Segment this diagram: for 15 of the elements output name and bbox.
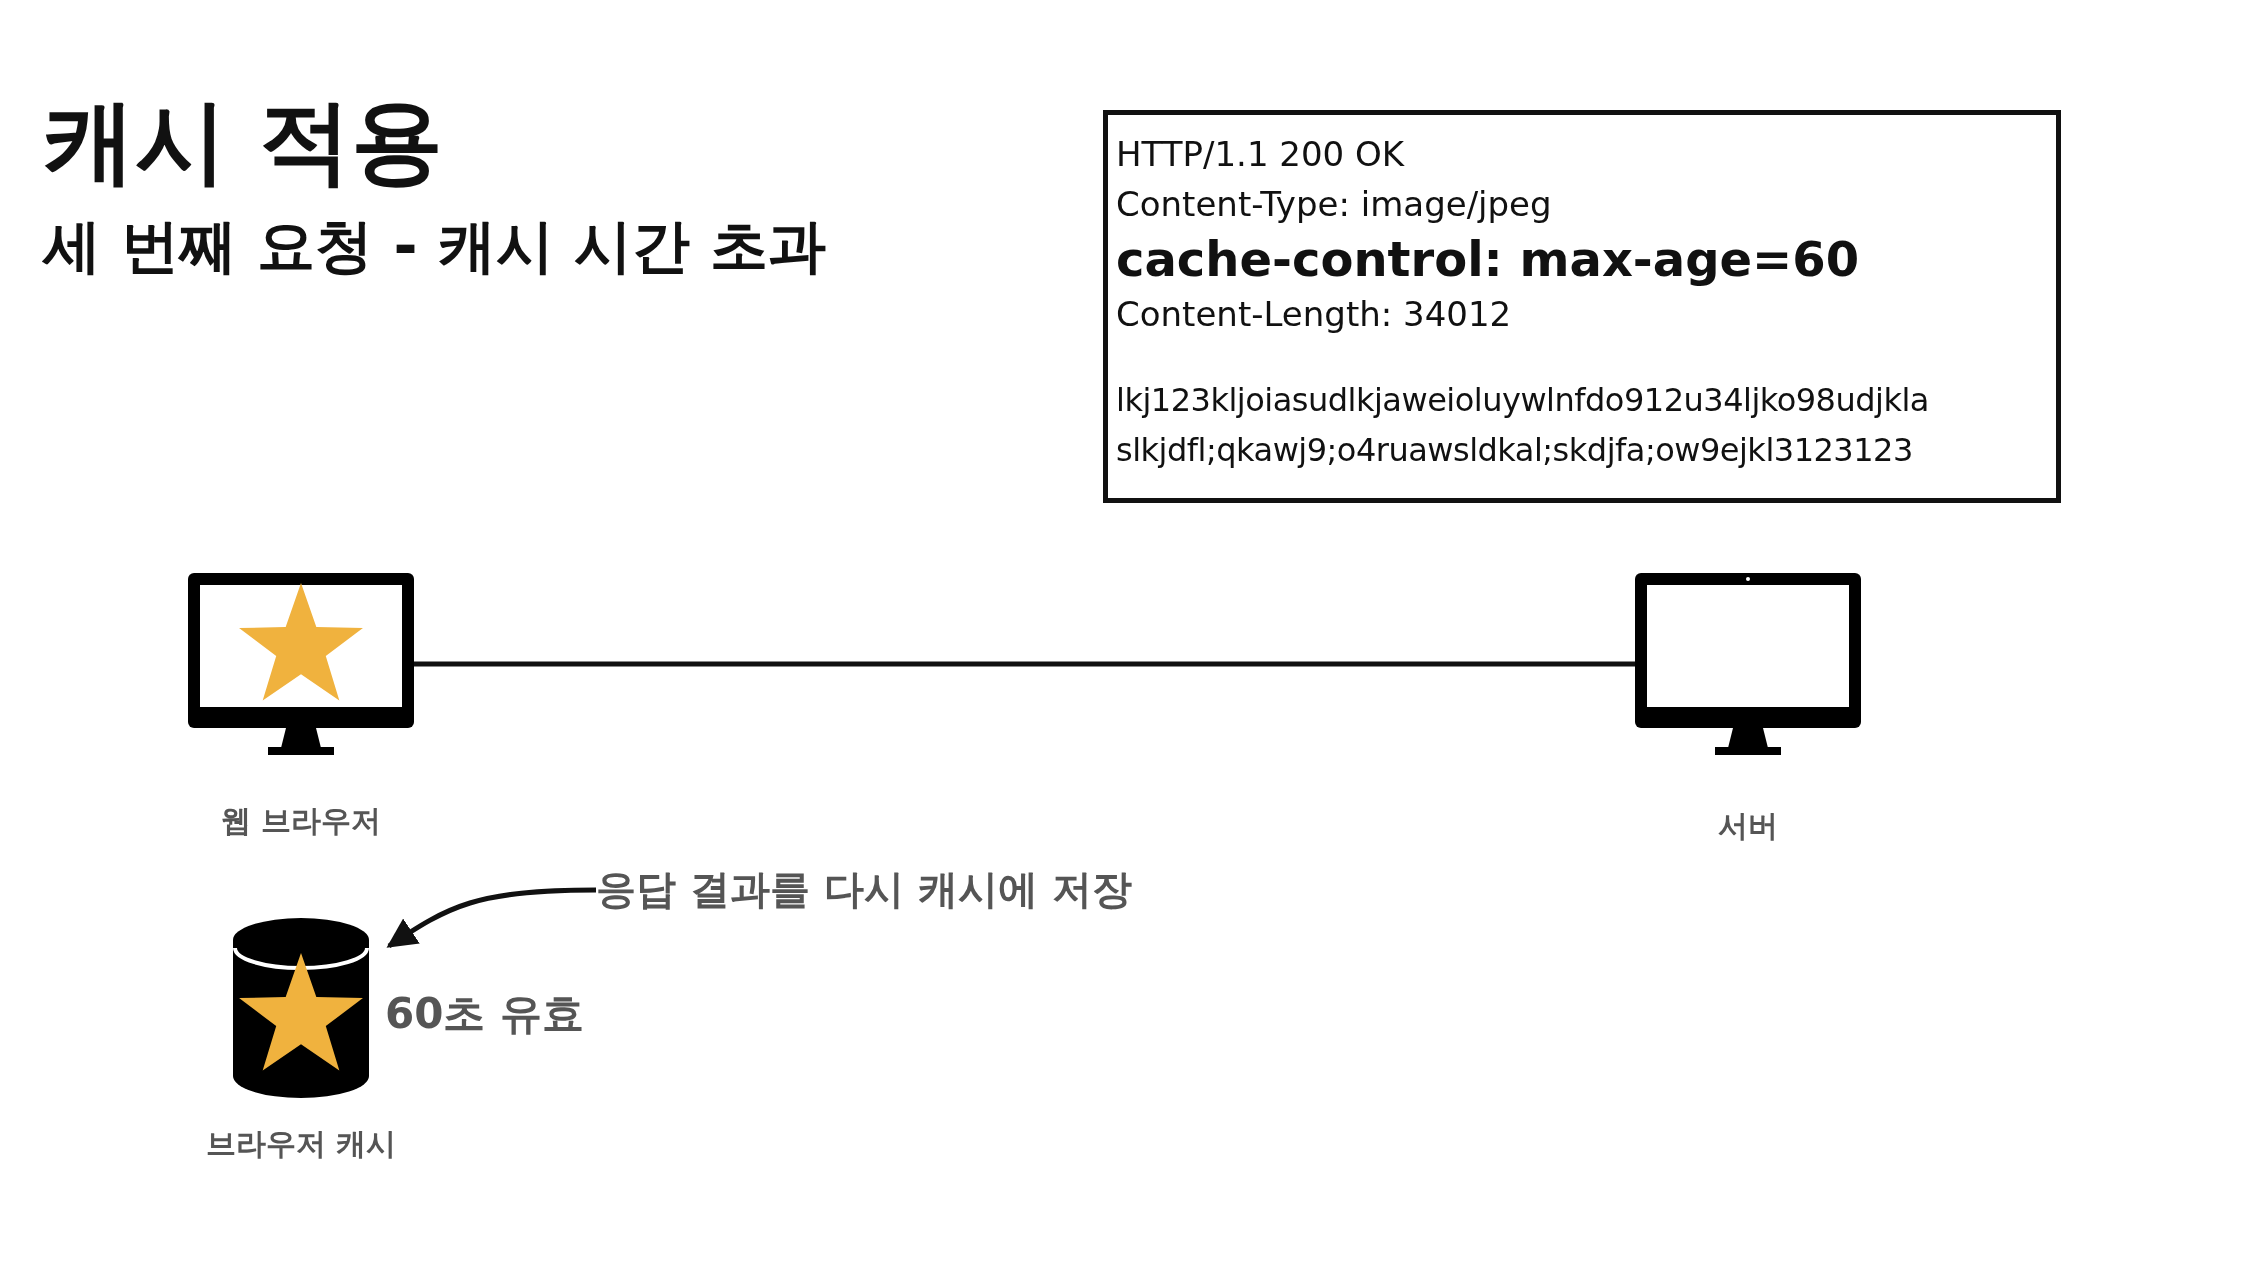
title: 캐시 적용	[43, 87, 444, 197]
node-label: 서버	[1717, 807, 1779, 845]
beside-text: 60초 유효	[385, 988, 585, 1040]
arrow	[386, 887, 597, 949]
node-label: 웹 브라우저	[219, 802, 383, 840]
header-line: Content-Length: 34012	[1116, 293, 1513, 336]
header-line: cache-control: max-age=60	[1116, 230, 1861, 289]
annotation-text: 응답 결과를 다시 캐시에 저장	[596, 865, 1132, 914]
body-text: lkj123kljoiasudlkjaweioluywlnfdo912u34ljko98udjkla slkjdfl;qkawj9;o4ruawsldkal;skdjfa;ow9ejkl3123123	[1116, 380, 1930, 471]
node-label: 브라우저 캐시	[205, 1125, 397, 1163]
subtitle: 세 번째 요청 - 캐시 시간 초과	[43, 211, 827, 282]
header-line: HTTP/1.1 200 OK	[1116, 133, 1406, 176]
response-box	[1103, 110, 2061, 503]
connector-line	[414, 661, 1635, 667]
header-line: Content-Type: image/jpeg	[1116, 183, 1553, 226]
